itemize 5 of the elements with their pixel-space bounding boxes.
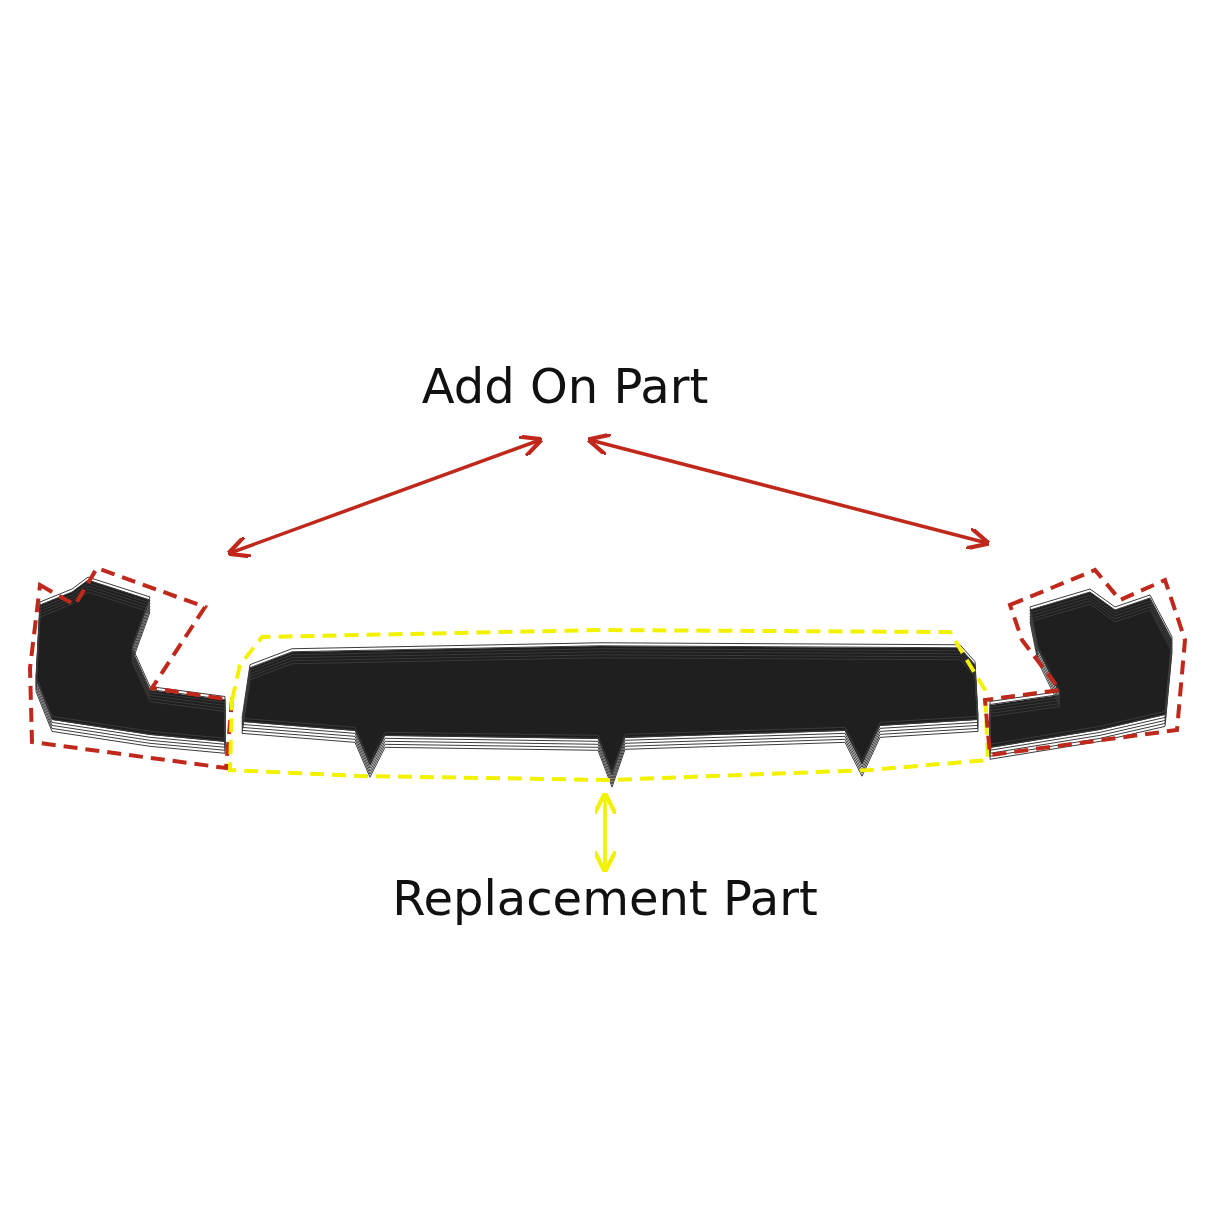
part-label: Replacement Part	[392, 870, 818, 926]
double-arrow	[592, 790, 618, 875]
part-label: Add On Part	[421, 358, 709, 414]
double-arrow	[225, 434, 545, 559]
double-arrow	[585, 432, 992, 551]
